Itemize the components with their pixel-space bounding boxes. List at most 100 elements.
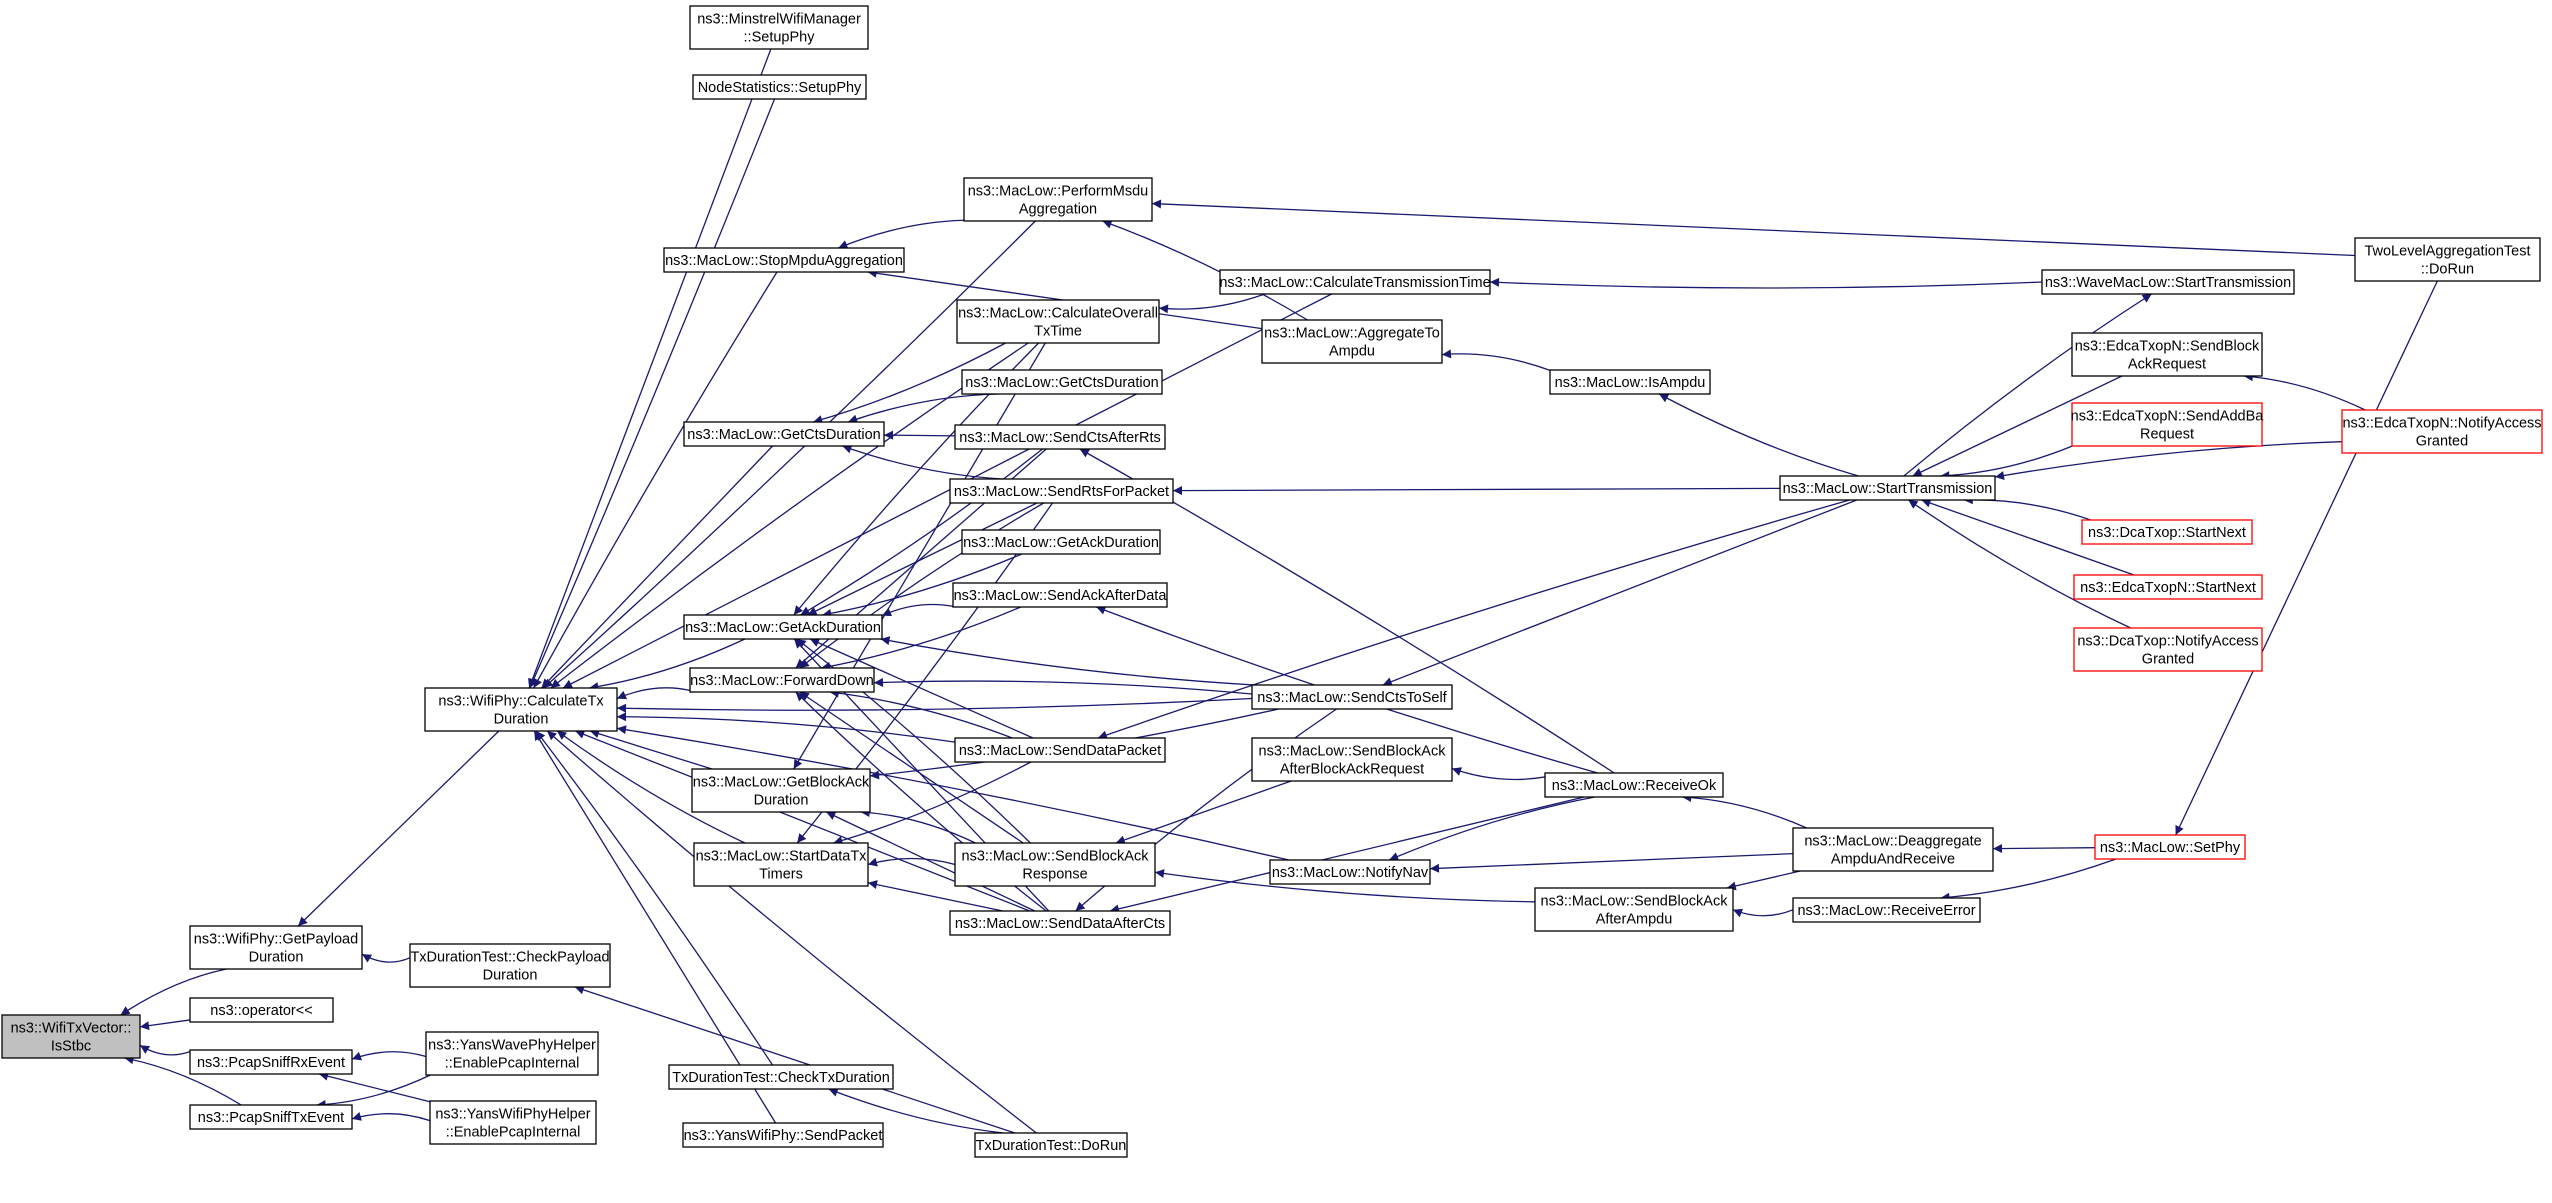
node-operator[interactable]: ns3::operator<< xyxy=(189,997,334,1023)
node-istbc[interactable]: ns3::WifiTxVector::IsStbc xyxy=(1,1014,141,1059)
node-label: ns3::WifiTxVector:: xyxy=(11,1021,132,1037)
node-label: ns3::MacLow::CalculateTransmissionTime xyxy=(1219,275,1490,291)
node-txdorun[interactable]: TxDurationTest::DoRun xyxy=(974,1132,1128,1158)
node-notifynav[interactable]: ns3::MacLow::NotifyNav xyxy=(1269,859,1431,885)
node-label: ns3::MacLow::AggregateTo xyxy=(1264,326,1440,342)
edge-yanswifi-to-pcaprx xyxy=(318,1071,431,1103)
node-label: ns3::YansWifiPhyHelper xyxy=(435,1107,590,1123)
node-receiveerror[interactable]: ns3::MacLow::ReceiveError xyxy=(1792,897,1981,923)
node-sendbaafterbar[interactable]: ns3::MacLow::SendBlockAckAfterBlockAckRe… xyxy=(1251,737,1453,782)
node-box xyxy=(1,1014,141,1059)
node-label: ns3::PcapSniffTxEvent xyxy=(198,1110,344,1126)
node-getcts2[interactable]: ns3::MacLow::GetCtsDuration xyxy=(961,369,1163,395)
node-label: ns3::MacLow::SetPhy xyxy=(2100,840,2241,856)
node-pcaptx[interactable]: ns3::PcapSniffTxEvent xyxy=(189,1104,353,1130)
node-edcastartnext[interactable]: ns3::EdcaTxopN::StartNext xyxy=(2073,574,2263,600)
edge-starttrans-to-isampdu xyxy=(1658,393,1859,477)
edge-yanswave-to-pcaprx xyxy=(351,1051,427,1061)
edge-fwddown-to-calctx xyxy=(616,687,691,700)
edge-operator-to-istbc xyxy=(139,1019,191,1031)
node-sendrts[interactable]: ns3::MacLow::SendRtsForPacket xyxy=(949,478,1174,504)
node-label: ns3::MinstrelWifiManager xyxy=(697,12,861,28)
node-pcaprx[interactable]: ns3::PcapSniffRxEvent xyxy=(189,1049,353,1075)
graph-nodes: ns3::WifiTxVector::IsStbc ns3::WifiPhy::G… xyxy=(1,5,2543,1158)
node-twolevel[interactable]: TwoLevelAggregationTest::DoRun xyxy=(2354,237,2541,282)
node-box xyxy=(2073,574,2263,600)
node-box xyxy=(429,1100,597,1145)
node-label: ns3::EdcaTxopN::SendAddBa xyxy=(2071,409,2265,425)
node-label: ns3::MacLow::StartDataTx xyxy=(696,849,868,865)
node-yanswifi[interactable]: ns3::YansWifiPhyHelper::EnablePcapIntern… xyxy=(429,1100,597,1145)
node-box xyxy=(683,614,883,640)
node-wavestart[interactable]: ns3::WaveMacLow::StartTransmission xyxy=(2041,269,2295,295)
node-receiveok[interactable]: ns3::MacLow::ReceiveOk xyxy=(1544,772,1724,798)
node-label: ns3::MacLow::GetBlockAck xyxy=(693,775,870,791)
node-isampdu[interactable]: ns3::MacLow::IsAmpdu xyxy=(1549,369,1711,395)
edge-performmsdu-to-stopmpdu xyxy=(838,219,965,249)
node-box xyxy=(682,1122,884,1148)
node-label: Ampdu xyxy=(1329,344,1375,360)
node-sendctsafter[interactable]: ns3::MacLow::SendCtsAfterRts xyxy=(954,424,1166,450)
edge-sendrts-to-getcts xyxy=(842,444,1004,480)
node-box xyxy=(1792,897,1981,923)
node-yanswave[interactable]: ns3::YansWavePhyHelper::EnablePcapIntern… xyxy=(425,1031,599,1076)
node-sendackafter[interactable]: ns3::MacLow::SendAckAfterData xyxy=(952,582,1168,608)
node-label: ns3::MacLow::SendCtsAfterRts xyxy=(959,430,1160,446)
node-sendctstoself[interactable]: ns3::MacLow::SendCtsToSelf xyxy=(1251,684,1453,710)
node-label: ns3::MacLow::PerformMsdu xyxy=(968,184,1149,200)
node-label: ns3::WaveMacLow::StartTransmission xyxy=(2045,275,2291,291)
node-label: AfterBlockAckRequest xyxy=(1280,762,1424,778)
node-label: Duration xyxy=(754,793,809,809)
edge-txdorun-to-checktx xyxy=(828,1088,1004,1134)
node-stopmpdu[interactable]: ns3::MacLow::StopMpduAggregation xyxy=(663,247,905,273)
node-box xyxy=(954,842,1156,887)
edge-sendackafter-to-fwddown xyxy=(821,606,1022,671)
node-label: Response xyxy=(1022,867,1087,883)
edge-yanswifi-to-pcaptx xyxy=(351,1112,431,1122)
edge-deaggregate-to-notifynav xyxy=(1429,852,1794,873)
node-starttrans[interactable]: ns3::MacLow::StartTransmission xyxy=(1779,475,1996,501)
node-calctrans[interactable]: ns3::MacLow::CalculateTransmissionTime xyxy=(1219,269,1491,295)
node-getack[interactable]: ns3::MacLow::GetAckDuration xyxy=(683,614,883,640)
edge-pcaprx-to-istbc xyxy=(139,1044,191,1056)
edge-sendctstoself-to-fwddown xyxy=(873,677,1253,695)
node-nodestats[interactable]: NodeStatistics::SetupPhy xyxy=(692,74,867,100)
node-box xyxy=(189,1049,353,1075)
node-fwddown[interactable]: ns3::MacLow::ForwardDown xyxy=(689,667,875,693)
node-senddata[interactable]: ns3::MacLow::SendDataPacket xyxy=(954,737,1166,763)
node-yanssend[interactable]: ns3::YansWifiPhy::SendPacket xyxy=(682,1122,884,1148)
edge-edcastartnext-to-starttrans xyxy=(1921,498,2135,576)
edge-starttrans-to-sendctstoself xyxy=(1382,499,1857,686)
node-senddataaftercts[interactable]: ns3::MacLow::SendDataAfterCts xyxy=(949,910,1171,936)
node-box xyxy=(2071,402,2263,447)
edge-twolevel-to-setphy xyxy=(2175,280,2438,836)
node-setphy[interactable]: ns3::MacLow::SetPhy xyxy=(2094,834,2246,860)
node-label: ns3::MacLow::GetCtsDuration xyxy=(687,427,880,443)
node-checktx[interactable]: TxDurationTest::CheckTxDuration xyxy=(668,1064,894,1090)
node-label: ns3::EdcaTxopN::SendBlock xyxy=(2075,339,2260,355)
node-minstrel[interactable]: ns3::MinstrelWifiManager::SetupPhy xyxy=(689,5,869,50)
node-getcts[interactable]: ns3::MacLow::GetCtsDuration xyxy=(683,421,885,447)
edge-deaggregate-to-receiveok xyxy=(1682,793,1807,829)
node-getack2[interactable]: ns3::MacLow::GetAckDuration xyxy=(961,529,1161,555)
node-box xyxy=(2354,237,2541,282)
edge-receiveok-to-senddataaftercts xyxy=(1109,796,1585,914)
node-dcastartnext[interactable]: ns3::DcaTxop::StartNext xyxy=(2081,519,2253,545)
node-box xyxy=(2341,409,2543,454)
node-box xyxy=(691,768,871,813)
